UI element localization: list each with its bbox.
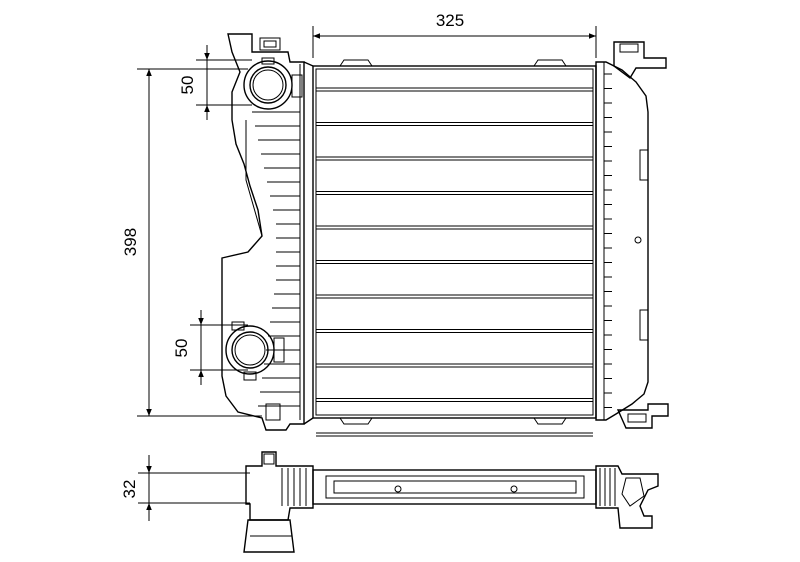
- left-tank-seam-top: [303, 61, 314, 67]
- width-label: 325: [436, 11, 464, 30]
- width-dimension: 325: [312, 11, 597, 58]
- bottom-port-lug-bottom: [243, 371, 257, 381]
- top-left-mount-slot: [263, 40, 277, 48]
- height-dimension: 398: [121, 68, 262, 417]
- top-port-opening: [249, 66, 287, 104]
- left-tank-rib: [245, 120, 263, 237]
- top-port: [243, 57, 303, 110]
- top-port-inner: [252, 69, 284, 101]
- top-right-bracket: [613, 41, 667, 80]
- left-tank-fins: [252, 111, 300, 407]
- bottom-port-lug-top: [231, 321, 245, 331]
- bottom-tab-left: [339, 417, 373, 425]
- bottom-port-dimension: 50: [172, 310, 248, 385]
- height-label: 398: [121, 228, 140, 256]
- top-port-dimension: 50: [178, 45, 252, 120]
- bottom-port: [225, 321, 285, 381]
- left-tank-outline: [221, 33, 305, 431]
- bottom-tab-right: [533, 417, 567, 425]
- right-tank-marker: [634, 236, 642, 244]
- bottom-port-clip: [273, 337, 285, 363]
- core-tubes: [316, 87, 593, 437]
- right-tank-boss-lower: [639, 309, 649, 341]
- intercooler-front-view: [221, 33, 669, 437]
- depth-label: 32: [120, 480, 139, 499]
- bottom-view-channel-inner: [333, 480, 577, 494]
- core-outline: [312, 65, 597, 419]
- top-tab-right: [533, 59, 567, 67]
- bottom-view-hole-right: [510, 485, 518, 493]
- top-port-label: 50: [178, 76, 197, 95]
- bottom-view-hole-left: [394, 485, 402, 493]
- intercooler-bottom-view: [226, 451, 659, 553]
- right-tank-fins: [604, 73, 612, 408]
- left-tank-seam-bottom: [303, 417, 314, 425]
- bottom-view-left-fins: [281, 468, 307, 506]
- bottom-view-channel-outer: [325, 475, 585, 499]
- right-tank-boss-upper: [639, 149, 649, 181]
- bottom-port-label: 50: [172, 339, 191, 358]
- top-right-bracket-slot: [619, 43, 639, 53]
- bottom-port-opening: [231, 331, 269, 369]
- bottom-view-core: [312, 469, 597, 505]
- core-inner-outline: [315, 68, 594, 416]
- bottom-port-inner: [234, 334, 266, 366]
- bottom-left-mount: [265, 403, 281, 421]
- right-tank-outline: [595, 61, 649, 421]
- bottom-right-bracket: [616, 403, 669, 429]
- bottom-right-bracket-slot: [627, 413, 647, 423]
- top-port-flange: [243, 60, 293, 110]
- bottom-view-right-fins: [599, 468, 616, 506]
- bottom-view-left-lug: [263, 453, 275, 465]
- top-port-clip: [291, 74, 303, 98]
- bottom-view-right-clip: [621, 477, 645, 507]
- top-tab-left: [339, 59, 373, 67]
- bottom-view-left-tank: [245, 451, 314, 521]
- bottom-view-port-pipe: [243, 519, 295, 553]
- depth-dimension: 32: [120, 455, 250, 521]
- top-port-lug: [261, 57, 275, 65]
- top-left-mount: [259, 37, 281, 51]
- bottom-view-right-tank: [595, 465, 659, 529]
